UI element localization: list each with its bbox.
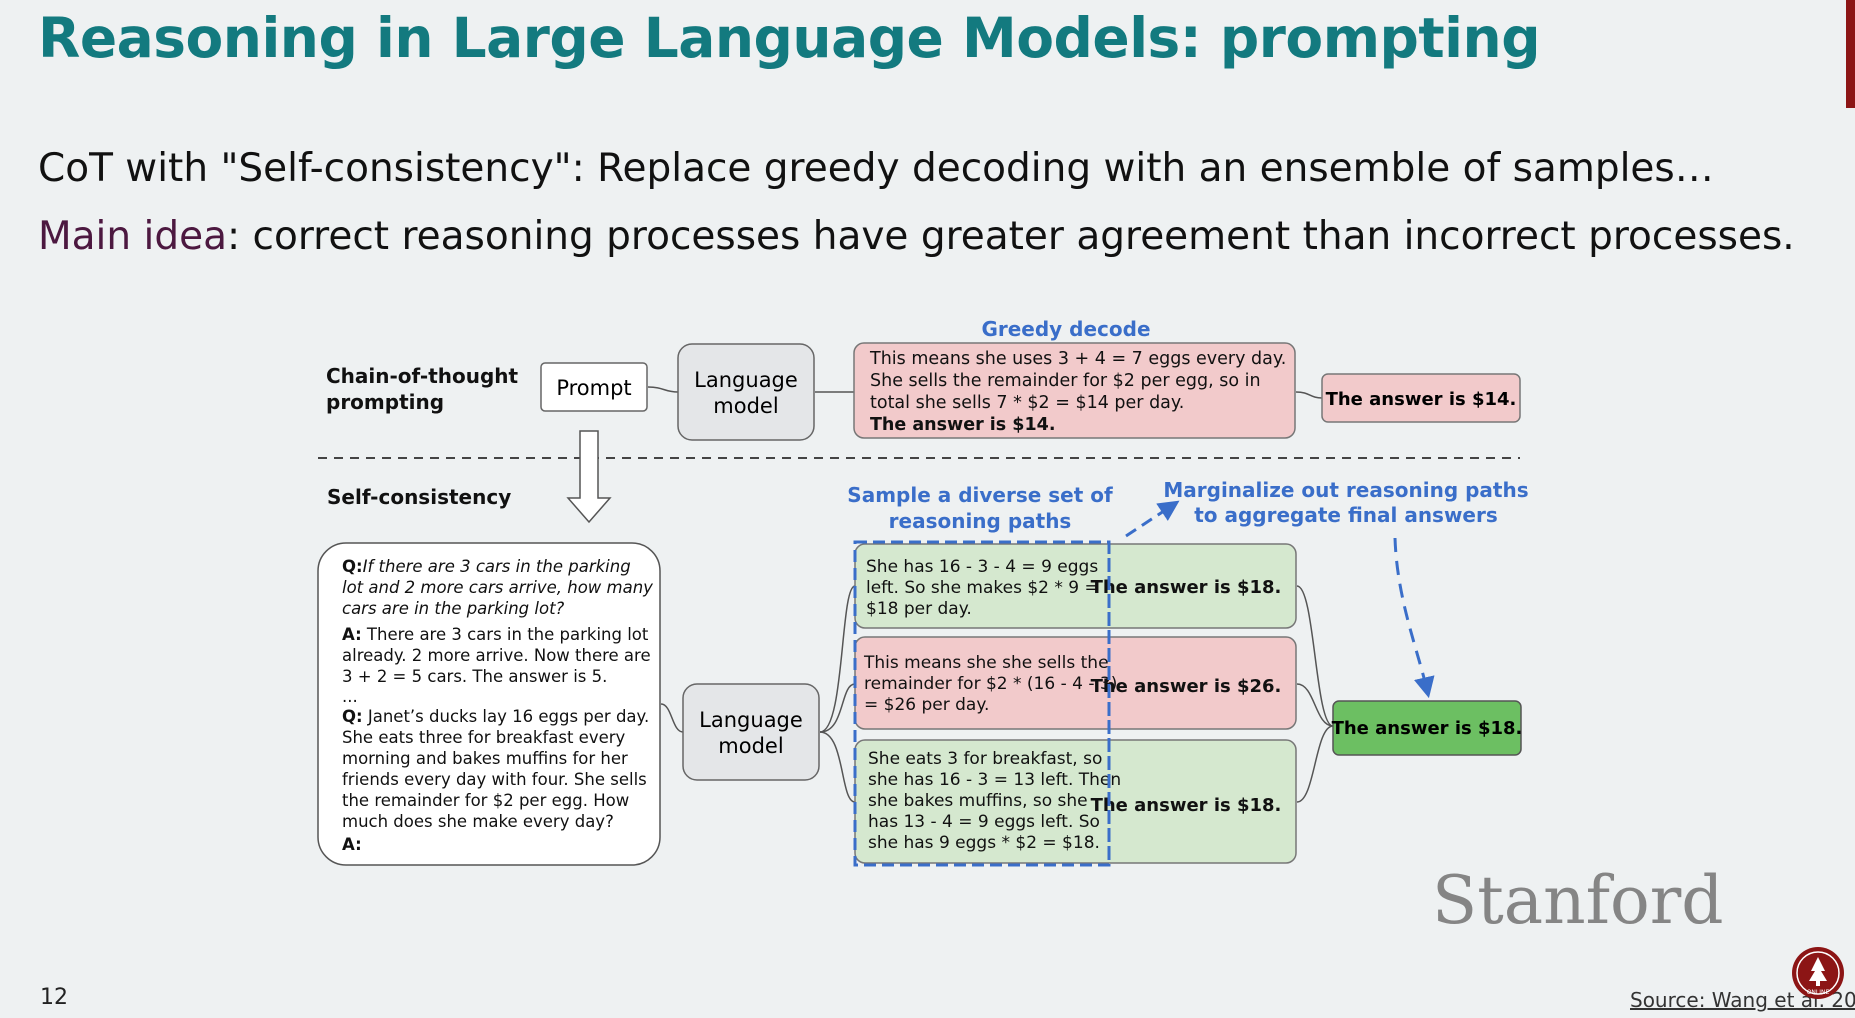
path-1-line-2: left. So she makes $2 * 9 = [866,578,1099,598]
a1-line-2: already. 2 more arrive. Now there are [342,646,651,665]
path-2-answer: The answer is $26. [1091,676,1282,697]
q1-line-2: lot and 2 more cars arrive, how many [342,578,653,597]
greedy-answer-line: The answer is $14. [870,415,1056,435]
page-number: 12 [40,985,68,1010]
arrow-to-final [1393,537,1435,699]
final-answer: The answer is $18. [1332,718,1523,739]
path-3-line-3: she bakes muffins, so she [868,791,1088,811]
path-3-answer: The answer is $18. [1091,795,1282,816]
connector-lm-path-2 [819,683,856,733]
greedy-final-answer: The answer is $14. [1326,389,1517,410]
greedy-line-3: total she sells 7 * $2 = $14 per day. [870,393,1184,413]
greedy-decode-label: Greedy decode [981,317,1150,341]
path-1-answer: The answer is $18. [1091,577,1282,598]
path-3-line-2: she has 16 - 3 = 13 left. Then [868,770,1121,790]
q1-line-3: cars are in the parking lot? [342,599,565,618]
connector-path-1-final [1296,585,1334,727]
q-ellipsis: ... [342,687,358,706]
path-3-line-5: she has 9 eggs * $2 = $18. [868,833,1100,853]
question-block [317,542,661,866]
greedy-final-answer-box [1321,373,1521,423]
q2-line-6: much does she make every day? [342,812,614,831]
path-3-line-1: She eats 3 for breakfast, so [868,749,1102,769]
prompt-box [540,362,648,412]
bullet-main-idea: Main idea: correct reasoning processes h… [38,214,1795,259]
q2-line-2: She eats three for breakfast every [342,728,626,747]
q2-line-5: the remainder for $2 per egg. How [342,791,629,810]
greedy-line-1: This means she uses 3 + 4 = 7 eggs every… [869,349,1286,369]
q1-line-1: Q:If there are 3 cars in the parking [342,557,631,576]
bullet-self-consistency: CoT with "Self-consistency": Replace gre… [38,146,1714,191]
connector-lm-path-1 [819,585,856,733]
connector-path-3-final [1296,725,1334,803]
greedy-reasoning-box [853,342,1296,439]
path-2-line-2: remainder for $2 * (16 - 4 - 3) [864,674,1117,694]
main-idea-label: Main idea [38,214,227,259]
path-3-line-4: has 13 - 4 = 9 eggs left. So [868,812,1100,832]
a2-prefix: A: [342,835,362,854]
seal-text: ONLINE [1807,989,1830,996]
connector-lm-path-3 [819,731,856,803]
path-2-line-1: This means she she sells the [863,653,1109,673]
slide-edge-bar [1846,0,1855,108]
arrow-to-marginalize [1125,500,1180,538]
prompt-box-label: Prompt [556,376,631,400]
language-model-box-bottom [682,683,820,781]
down-arrow-icon [566,430,612,524]
connector-greedy-final [1295,391,1323,399]
connector-path-2-final [1296,683,1334,727]
final-answer-box [1332,700,1522,756]
stanford-online-seal-icon: ONLINE [1792,947,1844,999]
q2-line-4: friends every day with four. She sells [342,770,647,789]
q2-line-3: morning and bakes muffins for her [342,749,628,768]
a1-line-3: 3 + 2 = 5 cars. The answer is 5. [342,667,607,686]
sampled-paths-selection [853,540,1111,867]
main-idea-text: : correct reasoning processes have great… [226,214,1795,259]
reasoning-path-3-box [854,739,1297,864]
a1-line-1: A: There are 3 cars in the parking lot [342,625,649,644]
slide-title: Reasoning in Large Language Models: prom… [38,6,1541,70]
connector-prompt-lm [647,386,679,393]
connector-question-lm [660,703,684,733]
language-model-box-top [677,343,815,441]
q2-line-1: Q: Janet’s ducks lay 16 eggs per day. [342,707,649,726]
path-2-line-3: = $26 per day. [864,695,989,715]
path-1-line-1: She has 16 - 3 - 4 = 9 eggs [866,557,1098,577]
greedy-line-2: She sells the remainder for $2 per egg, … [870,371,1261,391]
self-consistency-label: Self-consistency [327,485,511,509]
path-1-line-3: $18 per day. [866,599,972,619]
stanford-logo: Stanford [1432,862,1724,939]
